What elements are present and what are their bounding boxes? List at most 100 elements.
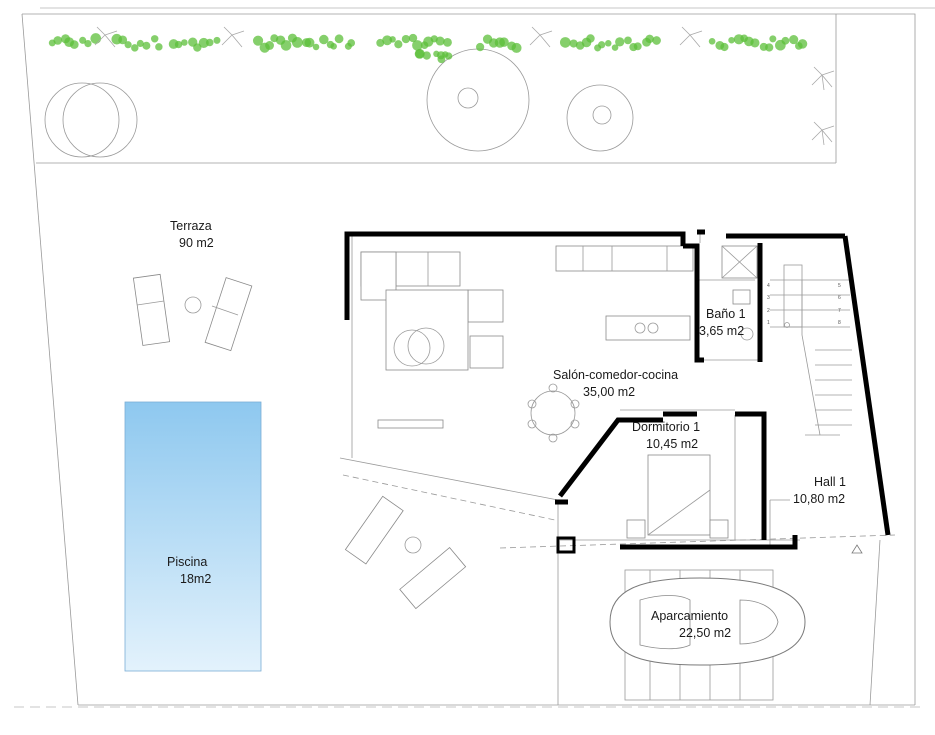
- hedge-leaf: [442, 51, 449, 58]
- hedge-leaf: [412, 40, 423, 51]
- hedge-leaf: [280, 40, 292, 51]
- hedge-leaf: [150, 35, 159, 43]
- hedge-leaf: [304, 37, 315, 48]
- stair-number-right: 5: [838, 283, 841, 289]
- hedge-leaf: [53, 36, 63, 45]
- room-labels: Terraza 90 m2 Piscina 18m2 Salón-comedor…: [167, 219, 846, 640]
- hedge-plants: [48, 33, 808, 64]
- salon-name: Salón-comedor-cocina: [553, 368, 678, 382]
- hedge-leaf: [84, 40, 92, 48]
- terrace-loungers: [132, 273, 253, 352]
- hedge-leaf: [769, 35, 777, 43]
- hedge-leaf: [720, 42, 729, 52]
- hedge-leaf: [435, 36, 445, 46]
- hedge-leaf: [750, 38, 760, 48]
- bedroom-furniture: [626, 415, 736, 540]
- hedge-leaf: [382, 35, 393, 46]
- piscina-name: Piscina: [167, 555, 207, 569]
- stair-number-left: 4: [767, 283, 770, 289]
- hedge-leaf: [118, 35, 128, 45]
- hedge-leaf: [586, 34, 595, 43]
- hedge-leaf: [401, 34, 411, 44]
- hedge-leaf: [633, 42, 642, 51]
- parking-area: [609, 544, 863, 701]
- hedge-leaf: [728, 36, 735, 44]
- hedge-leaf: [376, 38, 385, 47]
- stair-number-left: 3: [767, 295, 770, 301]
- aparcamiento-name: Aparcamiento: [651, 609, 728, 623]
- plot-outline: [14, 7, 935, 708]
- hedge-leaf: [437, 55, 446, 64]
- hall-name: Hall 1: [814, 475, 846, 489]
- hedge-leaf: [765, 43, 774, 52]
- hedge-leaf: [131, 44, 139, 52]
- hedge-leaf: [789, 35, 799, 45]
- garden-trees: [44, 48, 634, 158]
- palm-plants: [94, 26, 835, 146]
- hedge-leaf: [433, 50, 440, 58]
- hedge-leaf: [511, 42, 522, 53]
- hedge-leaf: [291, 37, 303, 48]
- hedge-leaf: [559, 37, 571, 48]
- hedge-leaf: [136, 39, 144, 48]
- hedge-leaf: [312, 43, 320, 51]
- staircase: [770, 264, 852, 436]
- bathroom-fixtures: [721, 245, 758, 341]
- hedge-leaf: [499, 37, 509, 47]
- hedge-leaf: [181, 39, 188, 46]
- hedge-leaf: [645, 34, 654, 44]
- piscina-area: 18m2: [180, 572, 211, 586]
- dormitorio-name: Dormitorio 1: [632, 420, 700, 434]
- salon-area: 35,00 m2: [583, 385, 635, 399]
- stair-number-right: 7: [838, 308, 841, 314]
- hedge-leaf: [124, 41, 132, 49]
- hedge-leaf: [79, 36, 87, 44]
- hall-area: 10,80 m2: [793, 492, 845, 506]
- dormitorio-area: 10,45 m2: [646, 437, 698, 451]
- hedge-leaf: [334, 34, 344, 44]
- hedge-leaf: [394, 40, 403, 49]
- interior-lines: [351, 234, 840, 545]
- hedge-leaf: [598, 41, 606, 49]
- hedge-leaf: [415, 48, 425, 59]
- hedge-leaf: [624, 36, 632, 45]
- hedge-leaf: [155, 43, 163, 51]
- hedge-leaf: [443, 38, 452, 47]
- stair-step-numbers: 4 3 2 1 5 6 7 8: [767, 283, 841, 326]
- hedge-leaf: [198, 37, 209, 49]
- hedge-leaf: [781, 36, 790, 45]
- hedge-leaf: [708, 37, 716, 45]
- pool-loungers: [344, 495, 467, 610]
- hedge-leaf: [652, 36, 661, 45]
- hedge-leaf: [615, 37, 625, 47]
- hedge-leaf: [347, 39, 356, 47]
- pool: [124, 401, 262, 672]
- terraza-name: Terraza: [170, 219, 212, 233]
- hedge-leaf: [797, 39, 808, 49]
- hedge-leaf: [408, 33, 418, 43]
- hedge-leaf: [475, 42, 485, 52]
- hedge-leaf: [205, 38, 214, 47]
- living-furniture: [360, 245, 694, 443]
- hedge-leaf: [389, 36, 396, 43]
- bano-name: Baño 1: [706, 307, 746, 321]
- stair-number-right: 6: [838, 295, 841, 301]
- stair-number-right: 8: [838, 320, 841, 326]
- stair-number-left: 1: [767, 320, 770, 326]
- aparcamiento-area: 22,50 m2: [679, 626, 731, 640]
- hedge-leaf: [330, 43, 337, 50]
- hedge-leaf: [90, 33, 102, 44]
- hedge-leaf: [213, 36, 221, 44]
- hedge-leaf: [70, 40, 79, 49]
- hedge-leaf: [252, 35, 264, 46]
- hedge-leaf: [265, 41, 274, 50]
- hedge-leaf: [174, 40, 183, 49]
- hedge-leaf: [605, 40, 612, 47]
- stair-number-left: 2: [767, 308, 770, 314]
- hedge-leaf: [611, 44, 619, 51]
- walls: [344, 229, 891, 554]
- terraza-area: 90 m2: [179, 236, 214, 250]
- hedge-leaf: [569, 39, 578, 48]
- hedge-leaf: [142, 41, 151, 50]
